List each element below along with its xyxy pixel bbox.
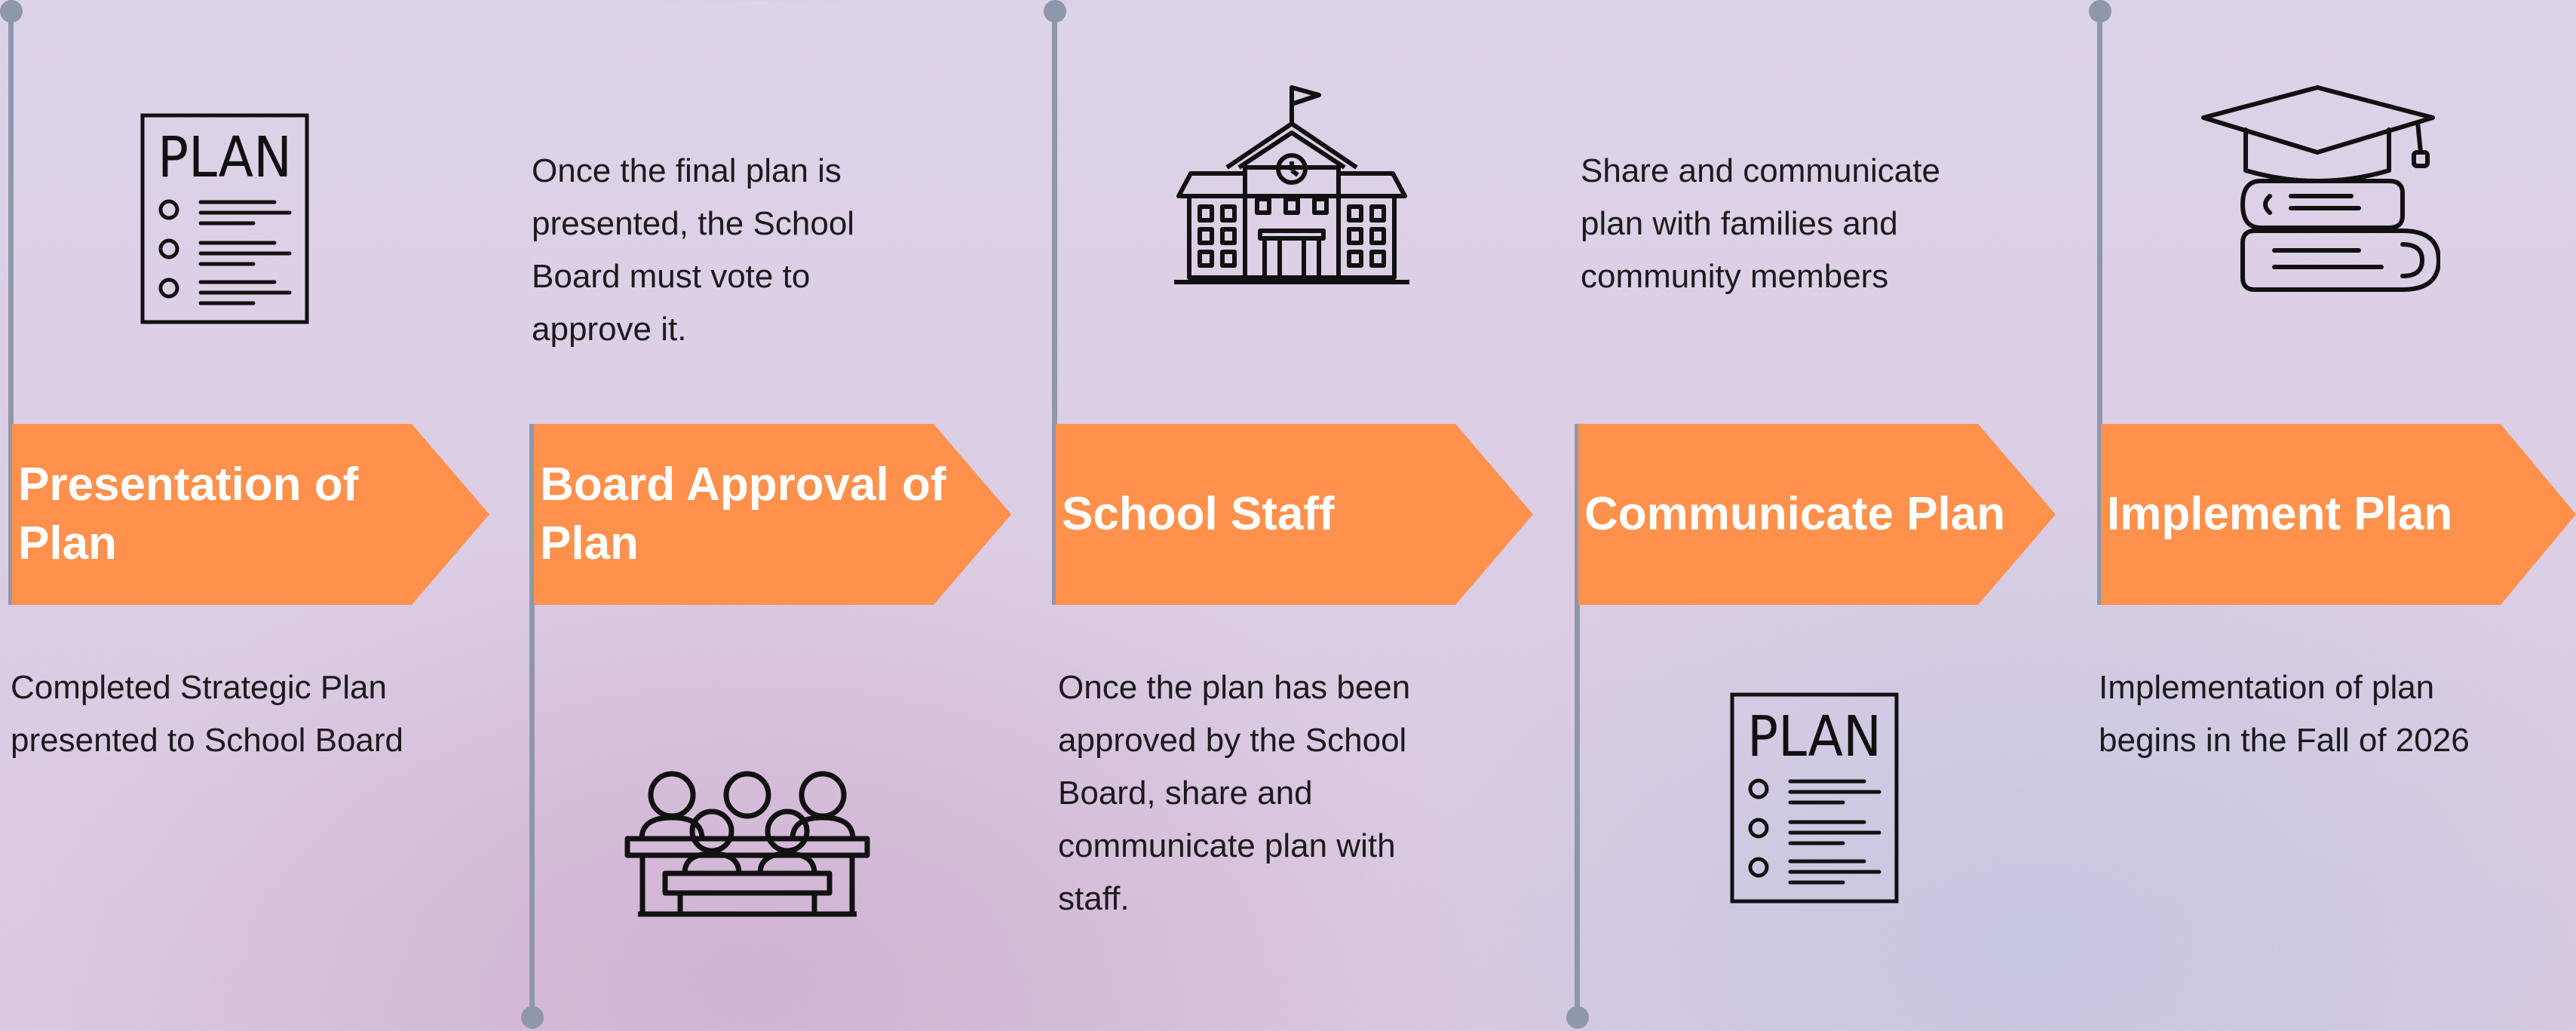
step-description-4: Share and communicate plan with families… xyxy=(1581,152,1940,295)
step-title-4: Communicate Plan xyxy=(1584,488,2006,540)
step-arrow-3: School Staff xyxy=(1056,424,1546,605)
timeline-dot-1 xyxy=(0,0,23,23)
step-arrow-1: Presentation of Plan xyxy=(12,424,502,605)
step-title-1: Presentation of Plan xyxy=(18,459,359,569)
timeline-line-2 xyxy=(529,424,535,1020)
step-description-3: Once the plan has been approved by the S… xyxy=(1058,669,1411,917)
plan-document-icon: PLAN xyxy=(140,113,309,324)
step-description-5: Implementation of plan begins in the Fal… xyxy=(2099,669,2470,759)
timeline-dot-2 xyxy=(521,1006,544,1029)
step-title-3: School Staff xyxy=(1062,488,1335,540)
svg-text:PLAN: PLAN xyxy=(1747,704,1881,769)
timeline-dot-3 xyxy=(1044,0,1066,23)
timeline-dot-4 xyxy=(1566,1006,1589,1029)
step-arrow-2: Board Approval of Plan xyxy=(534,424,1024,605)
svg-text:PLAN: PLAN xyxy=(158,125,292,190)
graduation-books-icon xyxy=(2201,85,2440,292)
timeline-line-5 xyxy=(2097,9,2102,605)
school-building-icon xyxy=(1174,85,1409,284)
timeline-line-1 xyxy=(8,9,14,605)
step-title-2: Board Approval of Plan xyxy=(540,459,946,569)
timeline-line-3 xyxy=(1052,9,1057,605)
timeline-dot-5 xyxy=(2089,0,2111,23)
step-arrow-4: Communicate Plan xyxy=(1578,424,2068,605)
step-description-2: Once the final plan is presented, the Sc… xyxy=(532,152,855,348)
step-description-1: Completed Strategic Plan presented to Sc… xyxy=(11,669,404,759)
timeline-line-4 xyxy=(1575,424,1580,1020)
step-title-5: Implement Plan xyxy=(2107,488,2453,540)
step-arrow-5: Implement Plan xyxy=(2101,424,2576,605)
plan-document-icon: PLAN xyxy=(1730,692,1899,904)
board-members-icon xyxy=(624,771,870,917)
